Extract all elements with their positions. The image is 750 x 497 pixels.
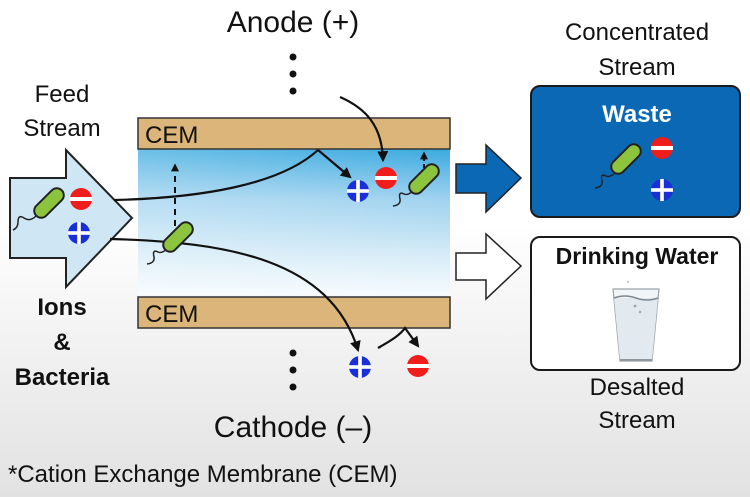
desalted-label-line2: Stream [598, 407, 675, 434]
bacteria-icon [12, 187, 65, 231]
membrane-top-label: CEM [145, 122, 198, 149]
ions-label-line1: Ions [37, 294, 86, 321]
anion-icon [70, 188, 92, 210]
concentrated-label-line2: Stream [598, 54, 675, 81]
ions-label-line3: Bacteria [15, 364, 110, 391]
anion-icon [407, 355, 429, 377]
membrane-bottom [137, 296, 451, 329]
bacteria-icon [392, 163, 440, 207]
drinking-output-arrow [455, 232, 523, 301]
flow-line-upper [113, 149, 319, 202]
desalted-label-line1: Desalted [590, 374, 685, 401]
water-glass-icon [612, 281, 660, 362]
anode-label: Anode (+) [227, 6, 360, 39]
anion-release-arrow [377, 326, 420, 349]
bacteria-icon [594, 143, 642, 189]
cation-icon [347, 180, 369, 202]
feed-arrow [9, 147, 134, 290]
anion-path-arrow [339, 95, 389, 163]
anode-dots [289, 53, 297, 95]
cathode-label: Cathode (–) [214, 411, 372, 444]
feed-label-line1: Feed [35, 81, 90, 108]
cation-path-arrow [317, 149, 352, 179]
footnote: *Cation Exchange Membrane (CEM) [8, 461, 398, 488]
concentrated-label-line1: Concentrated [565, 19, 709, 46]
feed-label-line2: Stream [23, 115, 100, 142]
anion-icon [375, 167, 397, 189]
waste-output-arrow [455, 143, 523, 214]
flow-line-lower [109, 237, 361, 353]
bacteria-icon [146, 221, 194, 265]
ions-label-line2: & [53, 329, 70, 356]
drinking-water-label: Drinking Water [556, 243, 719, 269]
cation-icon [349, 356, 371, 378]
cation-icon [68, 222, 90, 244]
membrane-bottom-label: CEM [145, 301, 198, 328]
anion-icon [651, 137, 673, 159]
waste-label: Waste [602, 101, 672, 128]
cathode-dots [289, 349, 297, 391]
membrane-top [137, 117, 451, 150]
cation-icon [651, 179, 673, 201]
